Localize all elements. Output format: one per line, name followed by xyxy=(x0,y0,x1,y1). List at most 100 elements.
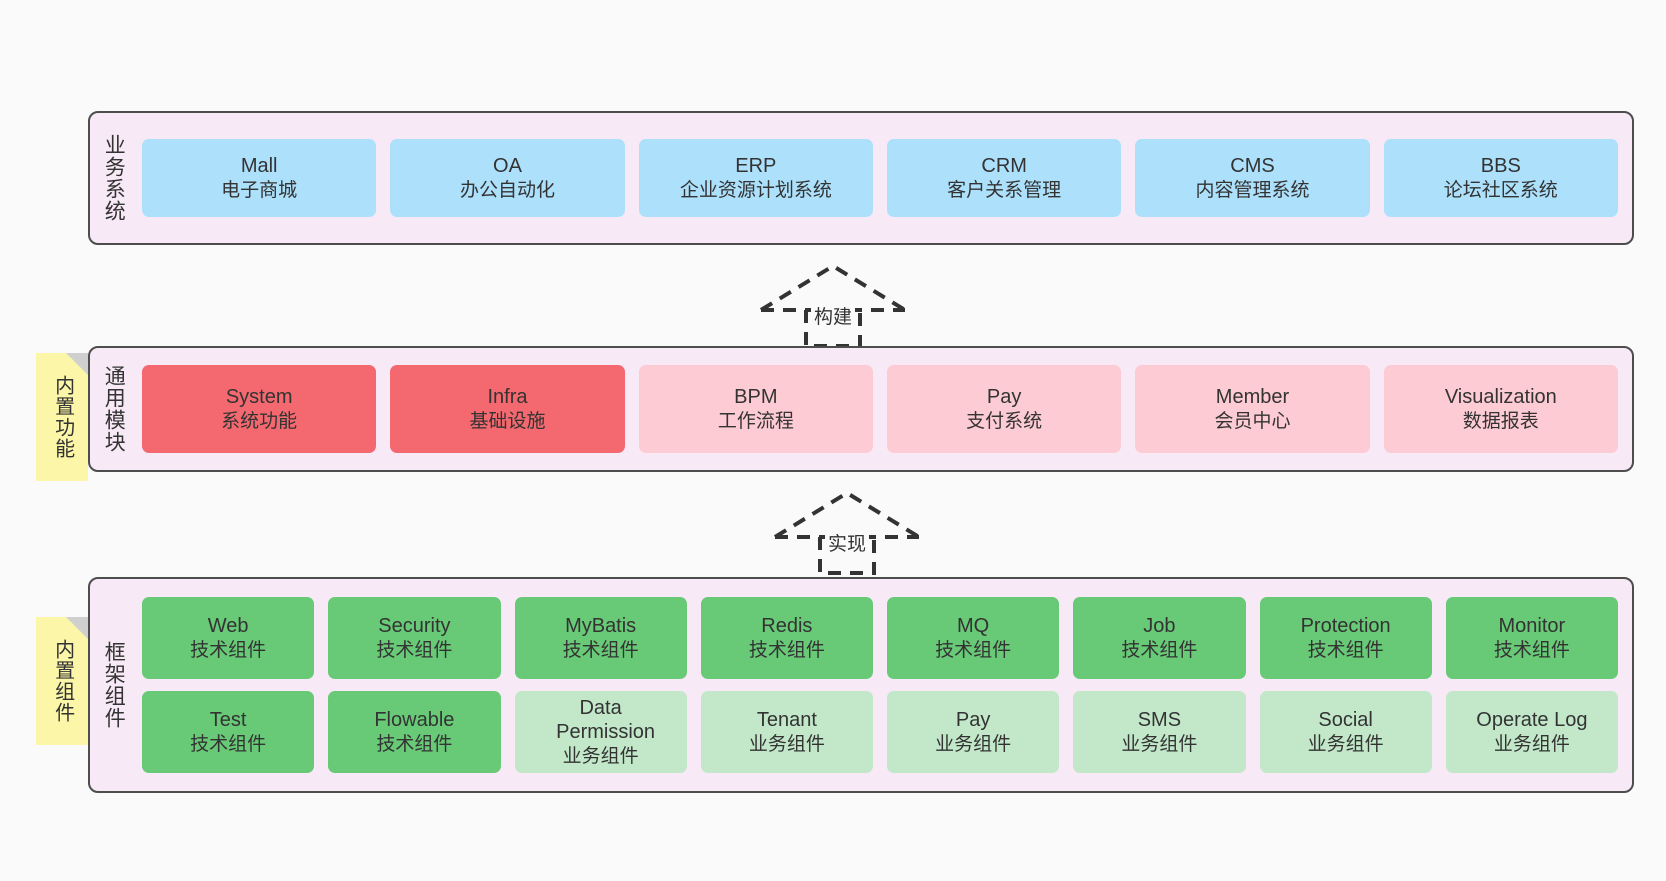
box-title: Mall xyxy=(240,155,278,178)
box-title: Test xyxy=(209,709,247,732)
box-mybatis[interactable]: MyBatis 技术组件 xyxy=(514,597,687,679)
box-operate-log[interactable]: Operate Log 业务组件 xyxy=(1445,691,1618,773)
box-subtitle: 技术组件 xyxy=(1121,639,1198,661)
layer-body-common-modules: System 系统功能 Infra 基础设施 BPM 工作流程 Pay 支付系统… xyxy=(136,348,1632,470)
box-subtitle: 技术组件 xyxy=(376,639,453,661)
box-crm[interactable]: CRM 客户关系管理 xyxy=(886,139,1122,217)
connector-build: 构建 xyxy=(758,262,908,348)
box-pay-component[interactable]: Pay 业务组件 xyxy=(887,691,1060,773)
box-visualization[interactable]: Visualization 数据报表 xyxy=(1383,365,1618,453)
box-title: Social xyxy=(1318,709,1373,732)
box-title: ERP xyxy=(735,155,777,178)
box-subtitle: 技术组件 xyxy=(1307,639,1384,661)
box-subtitle: 业务组件 xyxy=(562,745,639,767)
box-row: Mall 电子商城 OA 办公自动化 ERP 企业资源计划系统 CRM 客户关系… xyxy=(142,139,1618,217)
box-subtitle: 技术组件 xyxy=(1493,639,1570,661)
box-subtitle: 技术组件 xyxy=(748,639,825,661)
box-monitor[interactable]: Monitor 技术组件 xyxy=(1445,597,1618,679)
box-subtitle: 技术组件 xyxy=(935,639,1012,661)
box-flowable[interactable]: Flowable 技术组件 xyxy=(328,691,501,773)
box-title: Pay xyxy=(955,709,991,732)
box-member[interactable]: Member 会员中心 xyxy=(1135,365,1370,453)
box-title: SMS xyxy=(1137,709,1182,732)
layer-common-modules: 通用模块 System 系统功能 Infra 基础设施 BPM 工作流程 Pay… xyxy=(88,346,1634,472)
box-infra[interactable]: Infra 基础设施 xyxy=(390,365,625,453)
box-tenant[interactable]: Tenant 业务组件 xyxy=(700,691,873,773)
box-title: Data Permission xyxy=(556,697,656,744)
note-label: 内置功能 xyxy=(51,375,74,459)
box-subtitle: 企业资源计划系统 xyxy=(679,179,832,201)
box-subtitle: 业务组件 xyxy=(1493,733,1570,755)
box-subtitle: 会员中心 xyxy=(1214,410,1291,432)
box-mall[interactable]: Mall 电子商城 xyxy=(142,139,377,217)
box-subtitle: 工作流程 xyxy=(717,410,794,432)
box-row-technical: Web 技术组件 Security 技术组件 MyBatis 技术组件 Redi… xyxy=(142,597,1618,679)
box-web[interactable]: Web 技术组件 xyxy=(142,597,315,679)
box-title: CMS xyxy=(1230,155,1275,178)
box-title: Security xyxy=(378,615,451,638)
box-title: Web xyxy=(207,615,249,638)
box-subtitle: 基础设施 xyxy=(469,410,546,432)
box-title: Redis xyxy=(761,615,813,638)
box-title: Job xyxy=(1143,615,1176,638)
box-subtitle: 支付系统 xyxy=(966,410,1043,432)
box-pay[interactable]: Pay 支付系统 xyxy=(886,365,1122,453)
box-row-business: Test 技术组件 Flowable 技术组件 Data Permission … xyxy=(142,691,1618,773)
box-sms[interactable]: SMS 业务组件 xyxy=(1073,691,1246,773)
box-title: Flowable xyxy=(374,709,455,732)
box-bbs[interactable]: BBS 论坛社区系统 xyxy=(1383,139,1618,217)
box-row: System 系统功能 Infra 基础设施 BPM 工作流程 Pay 支付系统… xyxy=(142,365,1618,453)
box-title: System xyxy=(225,386,293,409)
box-bpm[interactable]: BPM 工作流程 xyxy=(638,365,873,453)
box-subtitle: 电子商城 xyxy=(221,179,298,201)
box-oa[interactable]: OA 办公自动化 xyxy=(390,139,625,217)
box-security[interactable]: Security 技术组件 xyxy=(328,597,501,679)
box-title: OA xyxy=(493,155,522,178)
layer-body-framework-components: Web 技术组件 Security 技术组件 MyBatis 技术组件 Redi… xyxy=(136,579,1632,791)
box-subtitle: 业务组件 xyxy=(1307,733,1384,755)
box-subtitle: 客户关系管理 xyxy=(947,179,1062,201)
box-redis[interactable]: Redis 技术组件 xyxy=(700,597,873,679)
box-cms[interactable]: CMS 内容管理系统 xyxy=(1135,139,1370,217)
box-data-permission[interactable]: Data Permission 业务组件 xyxy=(514,691,687,773)
box-subtitle: 数据报表 xyxy=(1462,410,1539,432)
note-builtin-components: 内置组件 xyxy=(36,617,88,745)
box-title: Operate Log xyxy=(1476,709,1588,732)
box-subtitle: 技术组件 xyxy=(376,733,453,755)
box-social[interactable]: Social 业务组件 xyxy=(1259,691,1432,773)
box-title: Member xyxy=(1215,386,1290,409)
layer-business-systems: 业务系统 Mall 电子商城 OA 办公自动化 ERP 企业资源计划系统 CRM… xyxy=(88,111,1634,245)
box-title: BPM xyxy=(734,386,778,409)
box-test[interactable]: Test 技术组件 xyxy=(142,691,315,773)
box-title: CRM xyxy=(981,155,1027,178)
box-system[interactable]: System 系统功能 xyxy=(142,365,377,453)
box-title: BBS xyxy=(1480,155,1521,178)
box-title: Pay xyxy=(986,386,1022,409)
box-subtitle: 业务组件 xyxy=(1121,733,1198,755)
box-subtitle: 技术组件 xyxy=(190,639,267,661)
note-label: 内置组件 xyxy=(51,639,74,723)
box-subtitle: 论坛社区系统 xyxy=(1443,179,1558,201)
box-title: Tenant xyxy=(756,709,817,732)
box-erp[interactable]: ERP 企业资源计划系统 xyxy=(638,139,873,217)
layer-title-common-modules: 通用模块 xyxy=(102,365,126,453)
box-title: MQ xyxy=(957,615,990,638)
box-mq[interactable]: MQ 技术组件 xyxy=(887,597,1060,679)
box-subtitle: 办公自动化 xyxy=(459,179,555,201)
layer-framework-components: 框架组件 Web 技术组件 Security 技术组件 MyBatis 技术组件… xyxy=(88,577,1634,793)
box-subtitle: 系统功能 xyxy=(221,410,298,432)
box-job[interactable]: Job 技术组件 xyxy=(1073,597,1246,679)
box-subtitle: 业务组件 xyxy=(748,733,825,755)
connector-label-build: 构建 xyxy=(810,302,856,329)
box-title: MyBatis xyxy=(565,615,637,638)
connector-label-implement: 实现 xyxy=(824,529,870,556)
box-title: Visualization xyxy=(1444,386,1557,409)
box-subtitle: 技术组件 xyxy=(190,733,267,755)
layer-body-business-systems: Mall 电子商城 OA 办公自动化 ERP 企业资源计划系统 CRM 客户关系… xyxy=(136,113,1632,243)
connector-implement: 实现 xyxy=(772,489,922,575)
box-title: Monitor xyxy=(1498,615,1566,638)
box-title: Protection xyxy=(1300,615,1391,638)
box-protection[interactable]: Protection 技术组件 xyxy=(1259,597,1432,679)
box-subtitle: 技术组件 xyxy=(562,639,639,661)
